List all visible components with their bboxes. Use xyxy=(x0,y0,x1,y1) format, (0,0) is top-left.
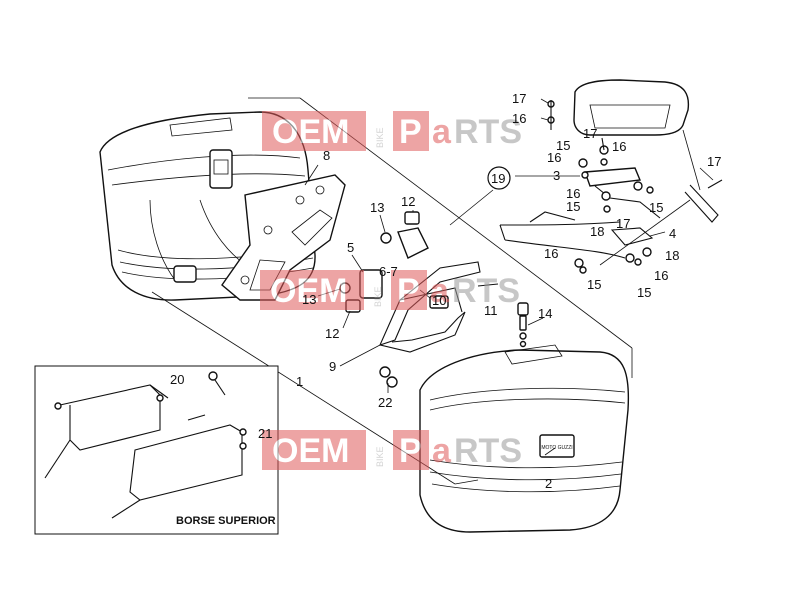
watermark-middle: OEM BIKE P a RTS xyxy=(260,270,520,310)
part-label: 17 xyxy=(583,126,597,141)
part-label: 13 xyxy=(370,200,384,215)
part-label: 15 xyxy=(649,200,663,215)
part-label: 2 xyxy=(545,476,552,491)
part-label: 22 xyxy=(378,395,392,410)
part-label: 18 xyxy=(590,224,604,239)
part-label: 13 xyxy=(302,292,316,307)
part-label: 9 xyxy=(329,359,336,374)
watermark-bike-text: BIKE xyxy=(375,446,385,467)
part-label: 16 xyxy=(544,246,558,261)
watermark-rts-text: RTS xyxy=(454,432,522,470)
part-label: 18 xyxy=(665,248,679,263)
key-lock xyxy=(517,302,529,348)
part-label: 16 xyxy=(512,111,526,126)
watermark-rts-text: RTS xyxy=(454,113,522,151)
watermark-p-text: P xyxy=(397,272,420,310)
watermark-p-text: P xyxy=(399,432,422,470)
inset-borse-superior: BORSE SUPERIOR xyxy=(34,365,279,535)
part-label: 17 xyxy=(512,91,526,106)
part-label: 15 xyxy=(587,277,601,292)
part-label: 12 xyxy=(325,326,339,341)
part-label: 16 xyxy=(547,150,561,165)
part-label: 4 xyxy=(669,226,676,241)
watermark: OEM BIKE P a RTS OEM BIKE P a RTS OEM BI… xyxy=(260,111,522,470)
watermark-oem-text: OEM xyxy=(270,272,347,310)
part-label: 10 xyxy=(432,293,446,308)
part-label: 3 xyxy=(553,168,560,183)
part-label: 20 xyxy=(170,372,184,387)
watermark-a-text: a xyxy=(432,432,452,470)
watermark-oem-text: OEM xyxy=(272,432,349,470)
watermark-top: OEM BIKE P a RTS xyxy=(262,111,522,151)
watermark-a-text: a xyxy=(430,272,450,310)
part-label: 15 xyxy=(556,138,570,153)
part-label: 17 xyxy=(616,216,630,231)
part-label: 1 xyxy=(296,374,303,389)
part-label: 19 xyxy=(491,171,505,186)
part-label: 6-7 xyxy=(379,264,398,279)
part-label: 16 xyxy=(654,268,668,283)
watermark-bottom: OEM BIKE P a RTS xyxy=(262,430,522,470)
watermark-oem-text: OEM xyxy=(272,113,349,151)
rack-bracket-assembly xyxy=(499,100,723,274)
case-badge: MOTO GUZZI xyxy=(541,445,572,451)
reference-circle xyxy=(487,166,511,190)
right-pannier-case: MOTO GUZZI xyxy=(419,344,630,533)
part-label: 14 xyxy=(538,306,552,321)
part-label: 8 xyxy=(323,148,330,163)
part-label: 21 xyxy=(258,426,272,441)
watermark-a-text: a xyxy=(432,113,452,151)
part-label: 15 xyxy=(637,285,651,300)
watermark-p-text: P xyxy=(399,113,422,151)
hinge-parts xyxy=(339,211,429,313)
mounting-plate xyxy=(221,174,346,301)
part-label: 11 xyxy=(484,303,498,318)
part-label: 16 xyxy=(612,139,626,154)
watermark-bike-text: BIKE xyxy=(375,127,385,148)
part-label: 15 xyxy=(566,199,580,214)
part-label: 17 xyxy=(707,154,721,169)
watermark-rts-text: RTS xyxy=(452,272,520,310)
watermark-bike-text: BIKE xyxy=(373,286,383,307)
inset-title: BORSE SUPERIOR xyxy=(176,515,276,527)
top-case-backrest xyxy=(573,79,719,223)
part-label: 5 xyxy=(347,240,354,255)
part-label: 12 xyxy=(401,194,415,209)
part-labels: 1 2 3 4 5 6-7 8 9 10 11 12 12 13 13 14 1… xyxy=(170,91,721,491)
part-label: 16 xyxy=(566,186,580,201)
